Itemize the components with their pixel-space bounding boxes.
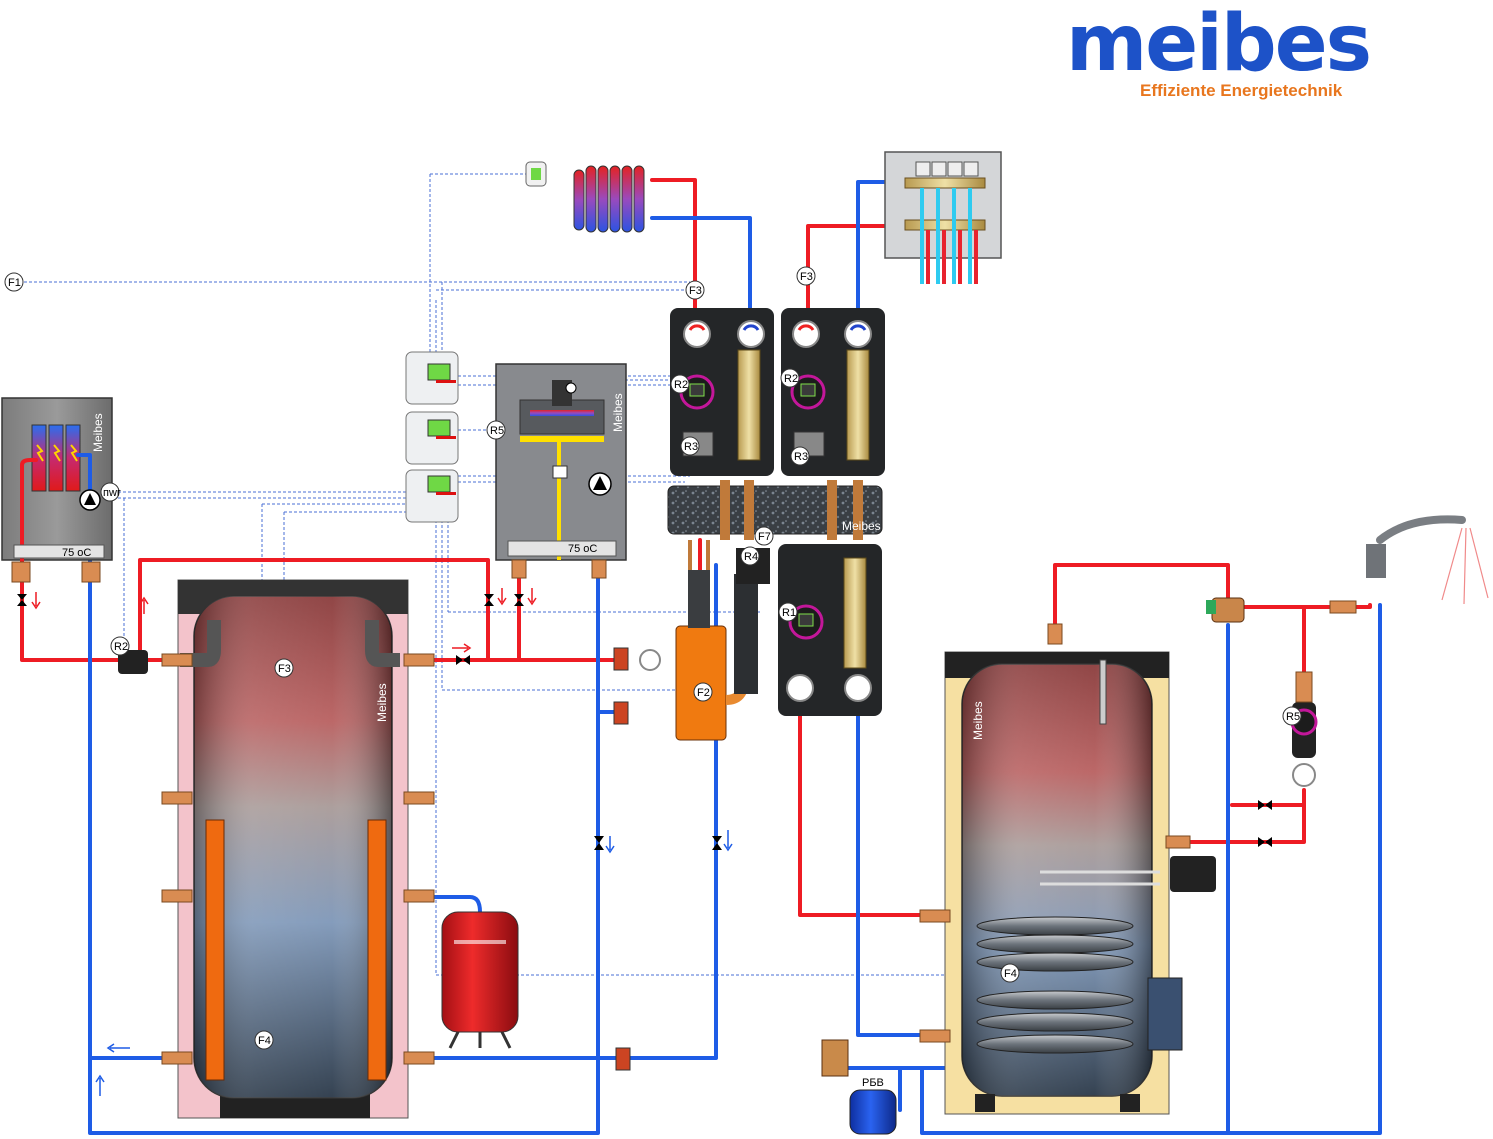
hydraulic-separator [675,540,770,741]
gas-boiler: Meibes 75 oC [495,363,627,561]
relay-r2-radiator: R2 [670,374,690,394]
controller-1 [405,351,459,405]
dhw-brand: Meibes [971,701,985,740]
temp-display: 75 oC [62,547,91,559]
kitchen-faucet [1366,515,1489,605]
svg-text:R4: R4 [744,551,758,563]
distribution-manifold: Meibes [667,480,883,540]
sensor-f2: F2 [693,682,713,702]
brand-logo: meibes Effiziente Energietechnik [1066,0,1372,100]
sensor-f7: F7 [754,526,774,546]
room-sensor [525,161,547,187]
svg-text:R5: R5 [1286,711,1300,723]
floor-heating-manifold [884,151,1002,284]
dhw-tank: Meibes [944,651,1216,1115]
pump-group-dhw [778,544,882,716]
pump-icon [79,489,101,511]
svg-text:F2: F2 [697,687,710,699]
relay-r4: R4 [740,546,760,566]
manifold-brand: Meibes [842,519,881,533]
pump-icon [588,472,612,496]
radiator [573,165,645,233]
sensor-f1: F1 [4,272,24,292]
svg-text:R5: R5 [490,425,504,437]
relay-r5-boiler: R5 [486,420,506,440]
sensor-f3-floor: F3 [796,266,816,286]
gas-boiler-temp: 75 oC [568,543,597,555]
sensor-f4-buffer: F4 [254,1030,274,1050]
svg-text:R3: R3 [794,451,808,463]
svg-text:R2: R2 [674,379,688,391]
pump-r2-electric [118,650,148,674]
buffer-tank: Meibes [177,579,409,1119]
sensor-f3-buffer: F3 [274,658,294,678]
svg-text:пwг: пwг [103,487,121,499]
sensor-f3-radiator: F3 [685,280,705,300]
svg-text:R3: R3 [684,441,698,453]
svg-text:F3: F3 [689,285,702,297]
electric-boiler: Meibes 75 oC пwг [1,397,121,572]
flow-arrow-icon [31,588,733,1096]
brand-name: meibes [1066,0,1370,89]
rbv-label: РБВ [862,1077,884,1089]
svg-text:R1: R1 [782,607,796,619]
relay-r3-floor: R3 [790,446,810,466]
buffer-brand: Meibes [375,683,389,722]
sensor-f4-dhw: F4 [1000,963,1020,983]
vessel-brand-label: Meibes [91,413,105,452]
relay-r2-electric: R2 [110,636,130,656]
svg-text:R2: R2 [784,373,798,385]
svg-text:F4: F4 [258,1035,271,1047]
svg-text:F1: F1 [8,277,21,289]
sensor-pwg: пwг [100,482,121,502]
expansion-vessel [441,911,519,1049]
thermometer-icon [613,647,661,1071]
relay-r2-floor: R2 [780,368,800,388]
mixing-valve [1206,597,1245,623]
heating-element-icon [36,444,44,462]
dhw-expansion-vessel: РБВ [849,1077,897,1135]
ball-valve-icon [17,594,1272,850]
gas-boiler-brand: Meibes [611,393,625,432]
controller-3 [405,469,459,523]
brand-tagline: Effiziente Energietechnik [1140,81,1343,100]
safety-valve [821,1039,849,1077]
relay-r1: R1 [778,602,798,622]
relay-r3-radiator: R3 [680,436,700,456]
svg-text:F3: F3 [800,271,813,283]
fittings [11,559,1357,1065]
svg-text:F4: F4 [1004,968,1017,980]
svg-text:F7: F7 [758,531,771,543]
relay-r5-circulation: R5 [1282,706,1302,726]
dhw-heat-exchanger-coil [976,916,1134,1054]
svg-text:F3: F3 [278,663,291,675]
svg-text:R2: R2 [114,641,128,653]
controller-2 [405,411,459,465]
